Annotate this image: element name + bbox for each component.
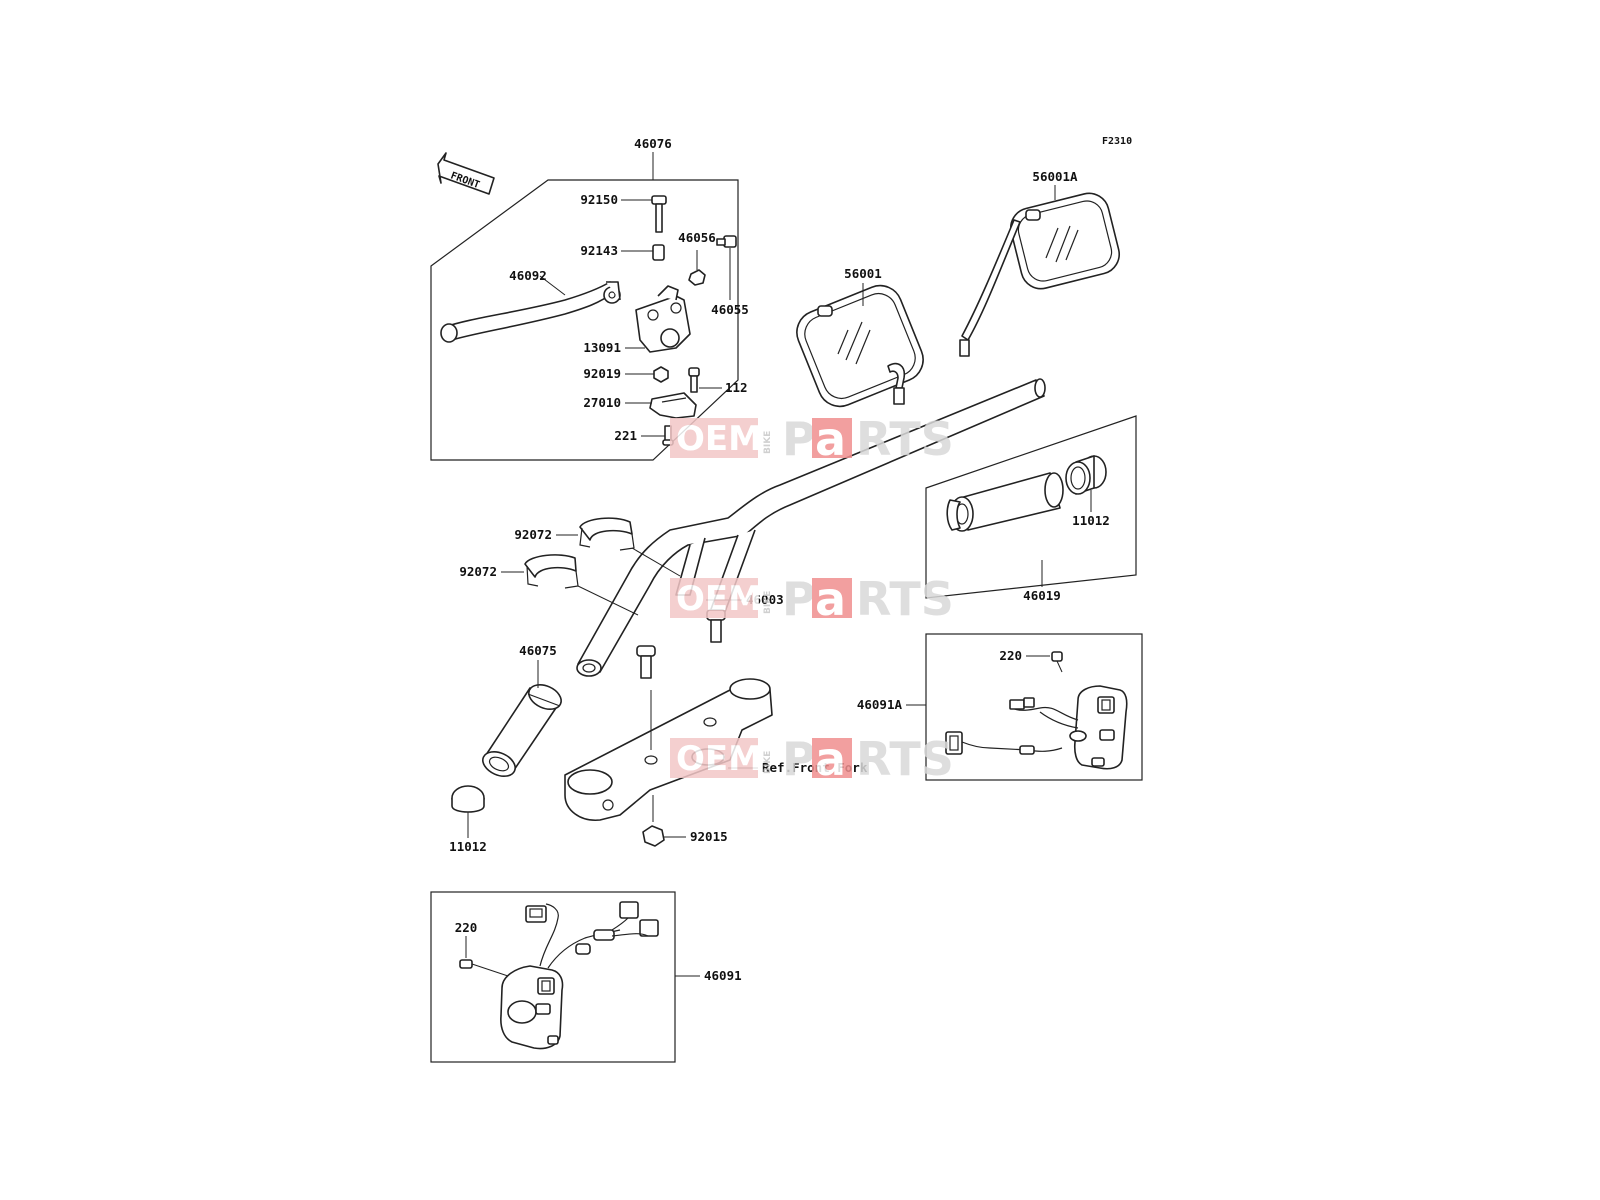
nut-92019-icon	[653, 366, 669, 383]
throttle-grip-frame	[925, 415, 1137, 599]
lever-assembly-group: 46076 92150 92143 46056 46055	[430, 136, 749, 461]
svg-text:BIKE: BIKE	[763, 431, 773, 454]
label-27010: 27010	[583, 395, 621, 410]
svg-text:BIKE: BIKE	[763, 591, 773, 614]
svg-text:P: P	[782, 412, 816, 466]
mirror-56001-icon	[796, 284, 924, 408]
label-56001: 56001	[844, 266, 882, 281]
screw-46055-icon	[716, 235, 737, 248]
label-11012-left: 11012	[449, 839, 487, 854]
svg-text:RTS: RTS	[856, 412, 954, 466]
svg-text:OEM: OEM	[676, 739, 762, 779]
mirror-56001a-icon	[959, 192, 1120, 357]
right-switch-frame	[925, 633, 1143, 781]
label-112: 112	[725, 380, 748, 395]
label-92143: 92143	[580, 243, 618, 258]
bolt-92150-icon	[651, 195, 667, 233]
watermark-1: OEM BIKE P a RTS	[670, 412, 954, 466]
label-13091: 13091	[583, 340, 621, 355]
switch-46091-icon	[500, 901, 659, 1050]
end-cap-11012-right-icon	[1065, 455, 1107, 495]
front-arrow-icon: FRONT	[437, 152, 495, 195]
svg-text:P: P	[782, 732, 816, 786]
label-46091: 46091	[704, 968, 742, 983]
label-220-right: 220	[999, 648, 1022, 663]
label-46092: 46092	[509, 268, 547, 283]
screw-220-left-icon	[459, 959, 509, 977]
label-46076: 46076	[634, 136, 672, 151]
switch-46091a-icon	[945, 685, 1128, 770]
svg-text:a: a	[815, 572, 846, 626]
clamp-92072-lower-icon	[524, 554, 579, 589]
label-11012-right: 11012	[1072, 513, 1110, 528]
end-cap-11012-left-icon	[451, 785, 485, 813]
label-92150: 92150	[580, 192, 618, 207]
clamp-92072-upper-icon	[579, 517, 635, 551]
svg-text:BIKE: BIKE	[763, 751, 773, 774]
left-switch-group: 220 46091	[430, 891, 742, 1063]
clutch-lever-46092-icon	[440, 281, 621, 343]
handlebar-46003-icon	[576, 378, 1046, 679]
svg-text:OEM: OEM	[676, 579, 762, 619]
svg-text:P: P	[782, 572, 816, 626]
lever-holder-13091-icon	[635, 285, 691, 353]
label-92072-upper: 92072	[514, 527, 552, 542]
label-92015: 92015	[690, 829, 728, 844]
grip-46075-icon	[482, 684, 562, 777]
lever-assembly-frame	[430, 179, 739, 461]
label-46091a: 46091A	[857, 697, 903, 712]
watermark-2: OEM BIKE P a RTS	[670, 572, 954, 626]
figure-code: F2310	[1102, 136, 1132, 147]
nut-46056-icon	[688, 269, 706, 286]
svg-text:RTS: RTS	[856, 572, 954, 626]
label-92072-lower: 92072	[459, 564, 497, 579]
label-56001a: 56001A	[1032, 169, 1078, 184]
switch-27010-icon	[649, 392, 697, 419]
label-220-left: 220	[455, 920, 478, 935]
nut-92015-icon	[642, 795, 665, 847]
label-46075: 46075	[519, 643, 557, 658]
svg-text:a: a	[815, 412, 846, 466]
label-92019: 92019	[583, 366, 621, 381]
throttle-grip-group: 11012 46019	[925, 415, 1137, 603]
svg-text:RTS: RTS	[856, 732, 954, 786]
svg-text:a: a	[815, 732, 846, 786]
screw-220-right-icon	[1051, 651, 1063, 673]
label-46019: 46019	[1023, 588, 1061, 603]
bolt-112-icon	[688, 367, 700, 393]
collar-92143-icon	[652, 244, 665, 261]
throttle-grip-46019-icon	[946, 472, 1064, 532]
label-46056: 46056	[678, 230, 716, 245]
label-46055: 46055	[711, 302, 749, 317]
right-switch-group: 220 46091A	[857, 633, 1143, 781]
label-221: 221	[614, 428, 637, 443]
watermark-3: OEM BIKE P a RTS	[670, 732, 954, 786]
svg-text:OEM: OEM	[676, 419, 762, 459]
left-switch-frame	[430, 891, 676, 1063]
